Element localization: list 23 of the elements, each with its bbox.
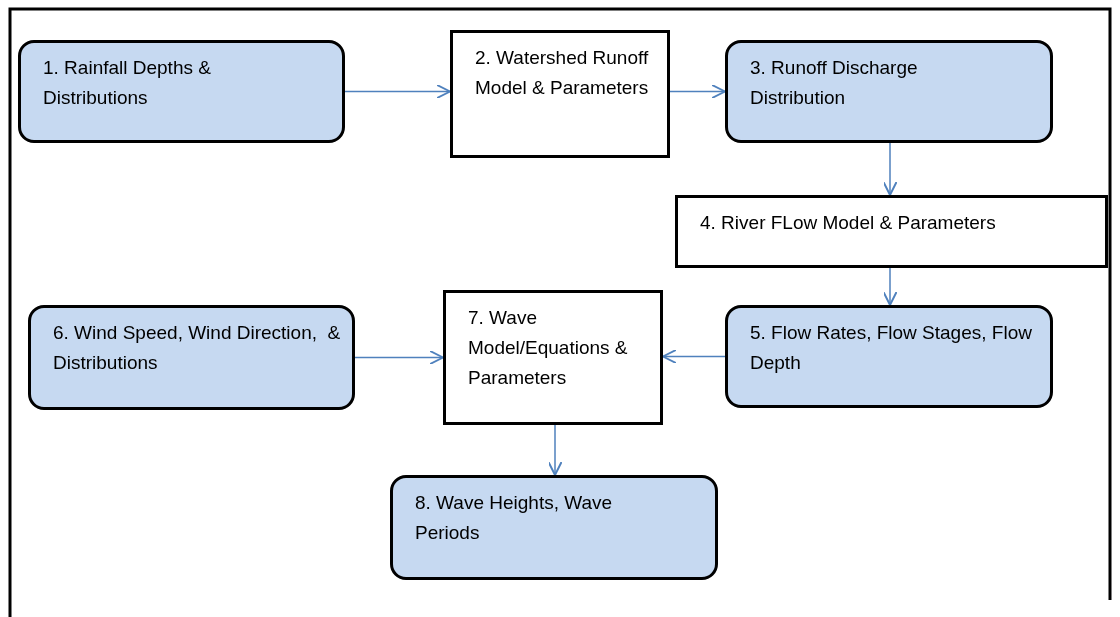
arrow [882, 142, 898, 196]
box-label: 8. Wave Heights, Wave Periods [415, 491, 614, 545]
box-label: 3. Runoff Discharge Distribution [750, 56, 919, 110]
box-label: 1. Rainfall Depths & Distributions [43, 56, 212, 110]
data-box [725, 305, 1053, 408]
arrow [669, 84, 726, 99]
box-label: 7. Wave Model/Equations & Parameters [468, 306, 629, 390]
data-box [390, 475, 718, 580]
box-label: 4. River FLow Model & Parameters [700, 211, 997, 235]
data-box [18, 40, 345, 143]
arrow [344, 84, 451, 99]
box-label: 5. Flow Rates, Flow Stages, Flow Depth [750, 321, 1033, 375]
data-box [725, 40, 1053, 143]
arrow [662, 349, 726, 364]
arrow [354, 350, 444, 365]
arrow [547, 424, 563, 476]
box-label: 6. Wind Speed, Wind Direction, & Distributions [53, 321, 342, 375]
process-box [450, 30, 670, 158]
box-label: 2. Watershed Runoff Model & Parameters [475, 46, 650, 100]
process-box [675, 195, 1108, 268]
data-box [28, 305, 355, 410]
arrow [882, 267, 898, 306]
process-box [443, 290, 663, 425]
